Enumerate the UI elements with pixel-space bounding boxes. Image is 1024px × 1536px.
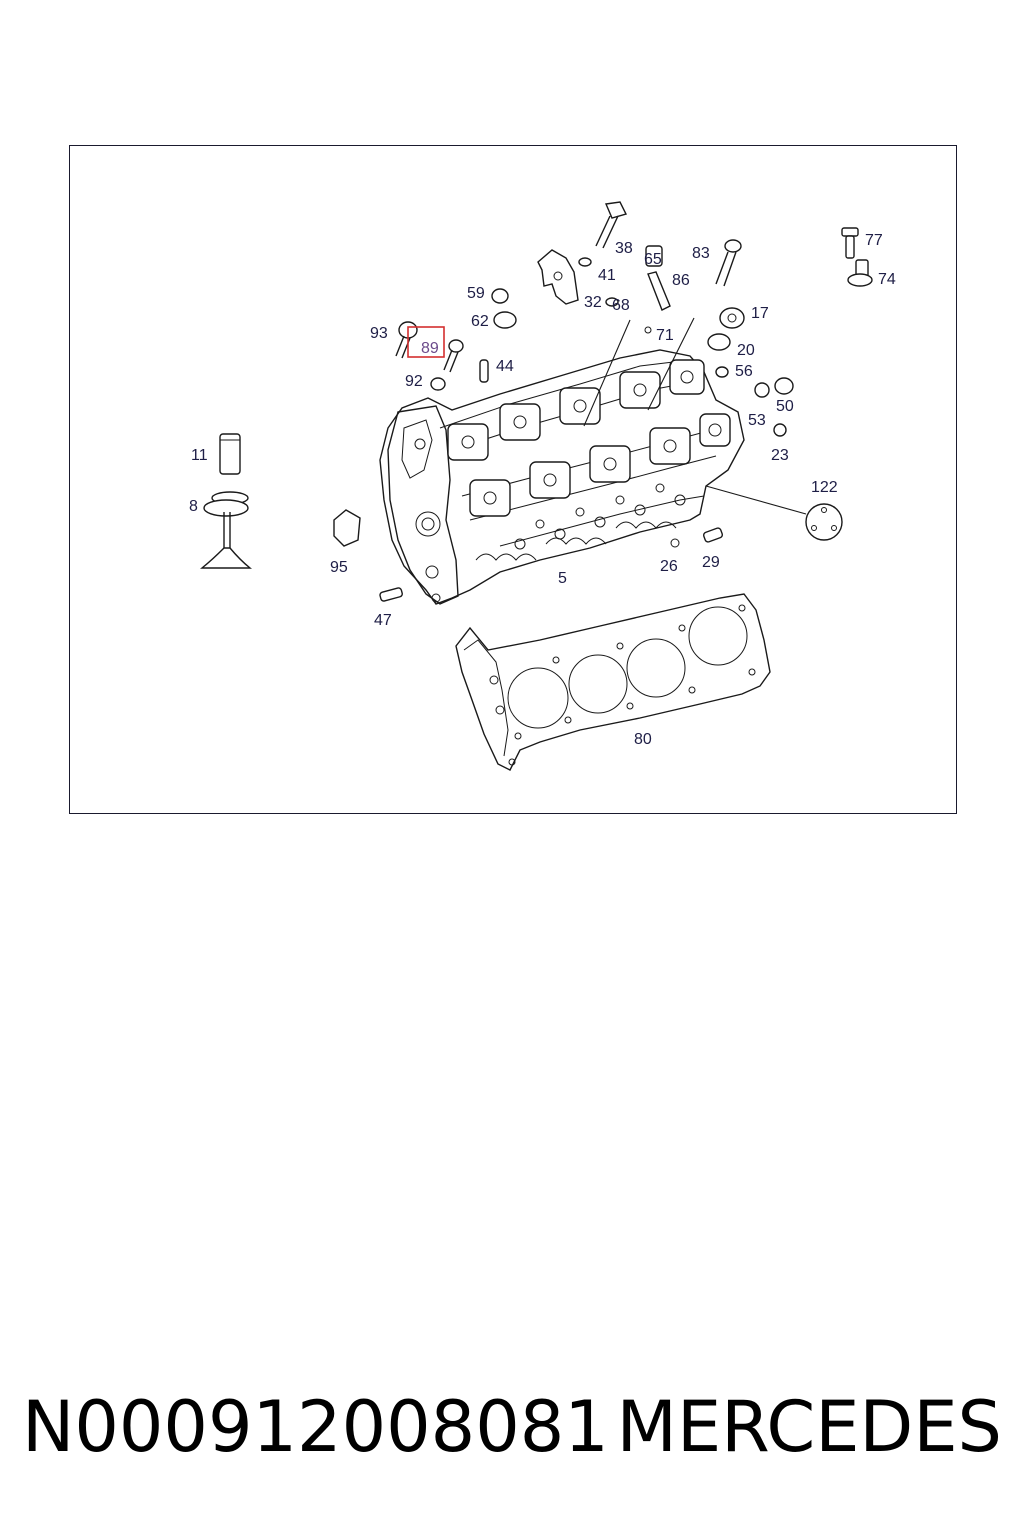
callout-92: 92 (405, 373, 423, 390)
callout-41: 41 (598, 267, 616, 284)
washer-92-drawing (430, 377, 446, 391)
bearing-cap-32-drawing (537, 249, 579, 305)
plug-50-53-drawing (754, 377, 794, 398)
callout-5: 5 (558, 570, 567, 587)
cylinder-head-drawing (379, 349, 745, 605)
callout-17: 17 (751, 305, 769, 322)
callout-62: 62 (471, 313, 489, 330)
cover-122-drawing (805, 503, 843, 541)
callout-77: 77 (865, 232, 883, 249)
callout-95: 95 (330, 559, 348, 576)
rocker-65-86-drawing (645, 245, 671, 311)
washer-20-drawing (707, 333, 731, 351)
callout-86: 86 (672, 272, 690, 289)
washer-68-drawing (605, 297, 619, 307)
callout-71: 71 (656, 327, 674, 344)
diagram-frame (69, 145, 957, 814)
sensor-74-drawing (847, 259, 873, 287)
dowel-26-29-drawing (670, 527, 724, 548)
callout-56: 56 (735, 363, 753, 380)
bolt-83-drawing (715, 239, 742, 287)
leader-lines (583, 317, 807, 515)
valve-assembly-drawing (200, 433, 252, 569)
callout-20: 20 (737, 342, 755, 359)
pin-71-drawing (644, 326, 652, 334)
plug-23-drawing (773, 423, 787, 437)
seal-56-drawing (715, 366, 729, 378)
callout-59: 59 (467, 285, 485, 302)
callout-23: 23 (771, 447, 789, 464)
washer-41-drawing (578, 257, 592, 267)
plug-17-drawing (719, 307, 745, 329)
callout-50: 50 (776, 398, 794, 415)
callout-74: 74 (878, 271, 896, 288)
callout-68: 68 (612, 297, 630, 314)
part-number: N000912008081 (22, 1386, 609, 1468)
callout-83: 83 (692, 245, 710, 262)
callout-29: 29 (702, 554, 720, 571)
callout-47: 47 (374, 612, 392, 629)
callout-labels: 93 89 92 44 59 62 38 41 32 65 68 71 86 8… (189, 232, 896, 748)
bolt-38-drawing (595, 201, 628, 249)
callout-89: 89 (421, 340, 439, 357)
callout-122: 122 (811, 479, 838, 496)
head-gasket-drawing (455, 593, 771, 771)
bolt-77-drawing (841, 227, 859, 259)
dowel-47-drawing (379, 587, 403, 602)
callout-53: 53 (748, 412, 766, 429)
callout-44: 44 (496, 358, 514, 375)
callout-38: 38 (615, 240, 633, 257)
brand-name: MERCEDES (616, 1386, 1002, 1468)
footer-caption: N000912008081 MERCEDES (0, 1372, 1024, 1482)
dowel-44-drawing (479, 359, 489, 383)
plug-59-62-drawing (491, 288, 517, 329)
callout-80: 80 (634, 731, 652, 748)
callout-26: 26 (660, 558, 678, 575)
callout-93: 93 (370, 325, 388, 342)
callout-32: 32 (584, 294, 602, 311)
callout-8: 8 (189, 498, 198, 515)
bracket-95-drawing (333, 509, 361, 547)
callout-11: 11 (191, 447, 208, 464)
callout-65: 65 (644, 251, 662, 268)
highlight-box (407, 326, 445, 358)
